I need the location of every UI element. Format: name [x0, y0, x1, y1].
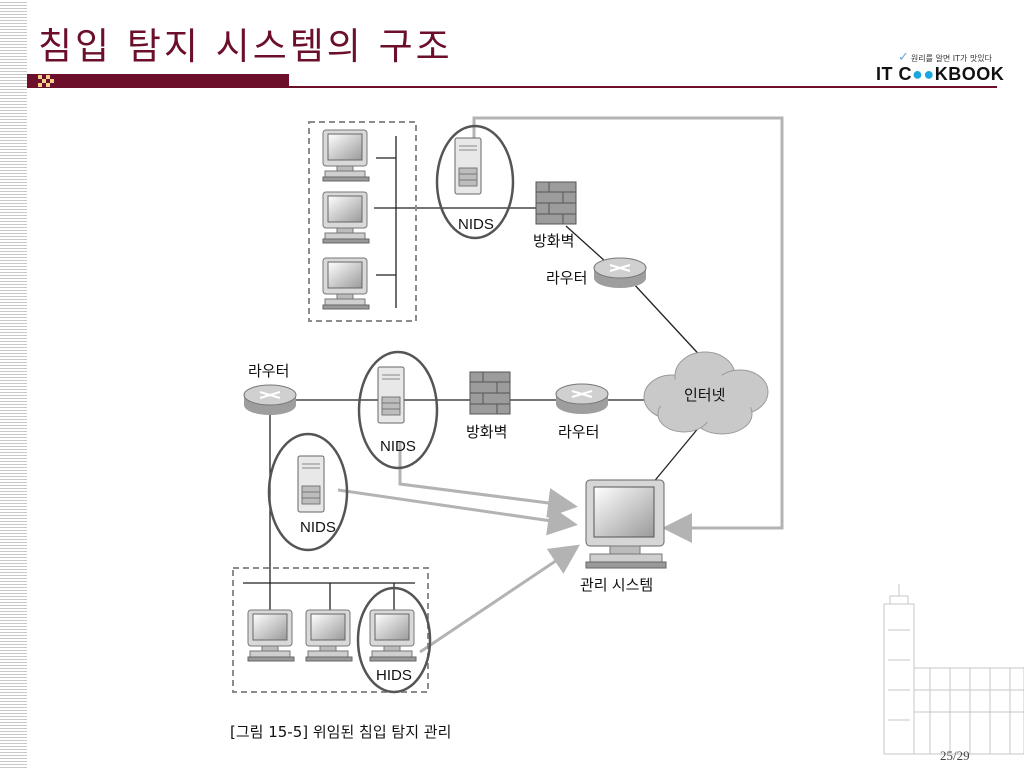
university-building-watermark	[883, 584, 1024, 755]
checker-icon	[38, 75, 54, 87]
router-icon	[593, 257, 647, 289]
hids-pc-icon	[369, 609, 417, 662]
left-stripe-decoration	[0, 0, 27, 768]
pc-icon	[322, 191, 370, 244]
nids-server-icon	[297, 455, 325, 513]
logo-tagline: ✓원리를 알면 IT가 맛있다	[898, 50, 993, 65]
page-number: 25/29	[940, 748, 970, 763]
pc-icon	[247, 609, 295, 662]
label-router-mid: 라우터	[558, 424, 599, 441]
internet-cloud-icon	[643, 351, 769, 435]
title-underline	[27, 86, 997, 88]
management-system-icon	[585, 479, 667, 569]
label-firewall-top: 방화벽	[533, 233, 574, 250]
title-accent-bar	[27, 74, 289, 88]
label-router-top: 라우터	[546, 270, 587, 287]
figure-caption: [그림 15-5] 위임된 침입 탐지 관리	[230, 723, 451, 741]
label-hids: HIDS	[376, 667, 412, 684]
pc-icon	[322, 257, 370, 310]
slide-title: 침입 탐지 시스템의 구조	[38, 25, 453, 68]
firewall-icon	[535, 181, 577, 225]
nids-server-icon	[454, 137, 482, 195]
nids-server-icon	[377, 366, 405, 424]
router-icon	[243, 384, 297, 416]
router-icon	[555, 383, 609, 415]
logo: IT C●●KBOOK	[876, 64, 1005, 84]
label-internet: 인터넷	[684, 387, 725, 404]
label-firewall-mid: 방화벽	[466, 424, 507, 441]
label-nids-mid: NIDS	[380, 438, 416, 455]
firewall-icon	[469, 371, 511, 415]
label-management-system: 관리 시스템	[580, 577, 653, 594]
label-nids-low: NIDS	[300, 519, 336, 536]
pc-icon	[305, 609, 353, 662]
label-nids-top: NIDS	[458, 216, 494, 233]
check-icon: ✓	[898, 50, 909, 65]
label-router-left: 라우터	[248, 363, 289, 380]
pc-icon	[322, 129, 370, 182]
